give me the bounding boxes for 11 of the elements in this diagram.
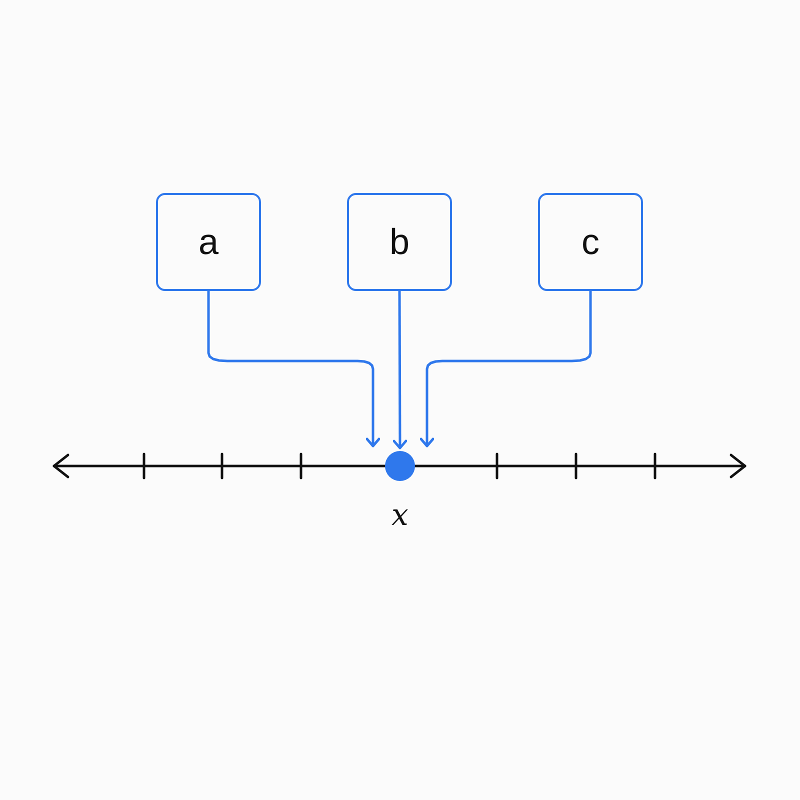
arrow — [420, 291, 592, 448]
variable-box — [538, 193, 643, 291]
variable-name: a — [198, 224, 219, 260]
variable-box — [347, 193, 452, 291]
point-marker — [385, 451, 415, 481]
arrow — [207, 291, 380, 448]
variable-label: x — [390, 501, 410, 531]
variable-box — [156, 193, 261, 291]
variable-name: c — [582, 224, 600, 260]
variable-name: b — [389, 224, 410, 260]
arrow — [392, 291, 408, 450]
